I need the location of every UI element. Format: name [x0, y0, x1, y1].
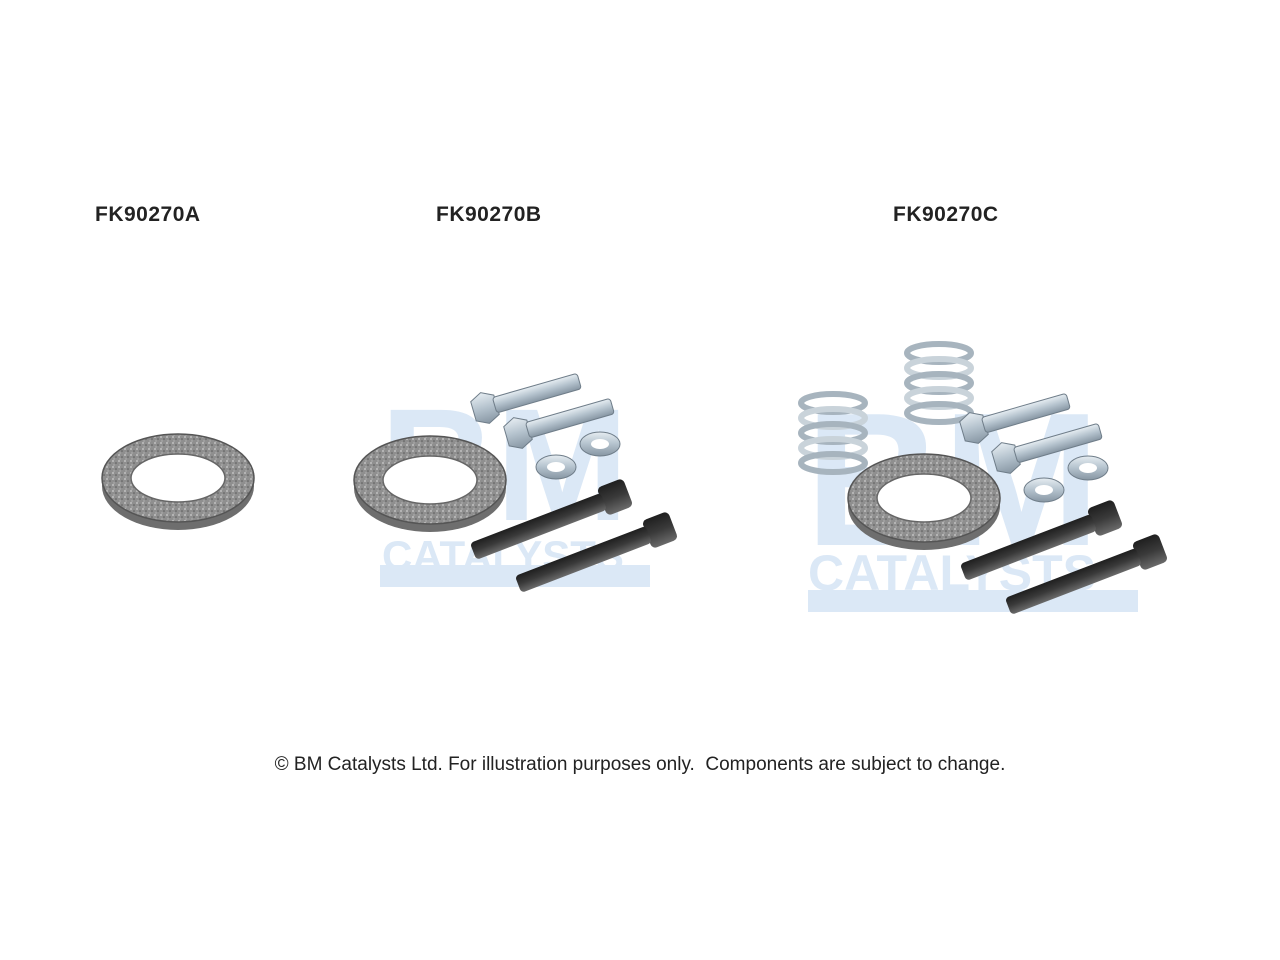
gasket-c [847, 453, 1001, 551]
kit-label-c: FK90270C [893, 203, 999, 226]
copyright-notice: © BM Catalysts Ltd. For illustration pur… [274, 754, 1006, 775]
washer-c-2 [1023, 477, 1065, 503]
gasket-a [101, 433, 255, 531]
kit-label-a: FK90270A [95, 203, 201, 226]
gasket-b [353, 435, 507, 533]
washer-b-2 [535, 454, 577, 480]
washer-b-1 [579, 431, 621, 457]
kit-label-b: FK90270B [436, 203, 542, 226]
washer-c-1 [1067, 455, 1109, 481]
